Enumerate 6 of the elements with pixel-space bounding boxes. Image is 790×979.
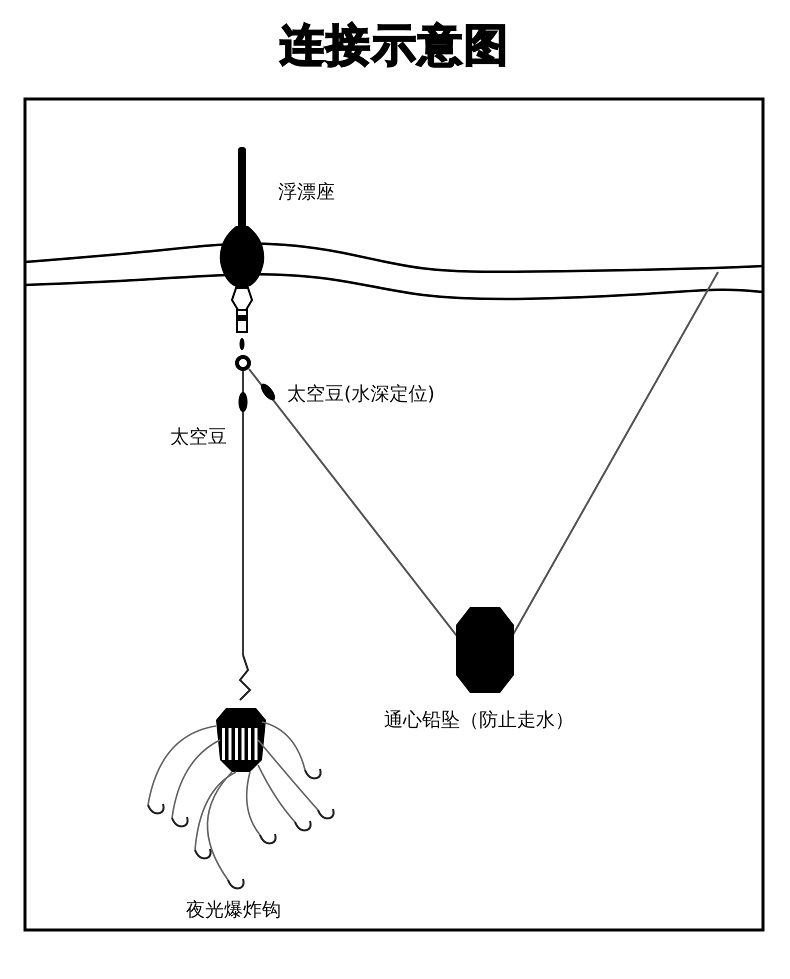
part-label: 太空豆(水深定位) [287, 382, 435, 406]
part-label: 太空豆 [170, 425, 227, 449]
part-label: 通心铅坠（防止走水） [384, 708, 574, 732]
part-label: 夜光爆炸钩 [186, 898, 281, 922]
title: 连接示意图 [279, 19, 511, 73]
part-label: 浮漂座 [278, 180, 335, 204]
